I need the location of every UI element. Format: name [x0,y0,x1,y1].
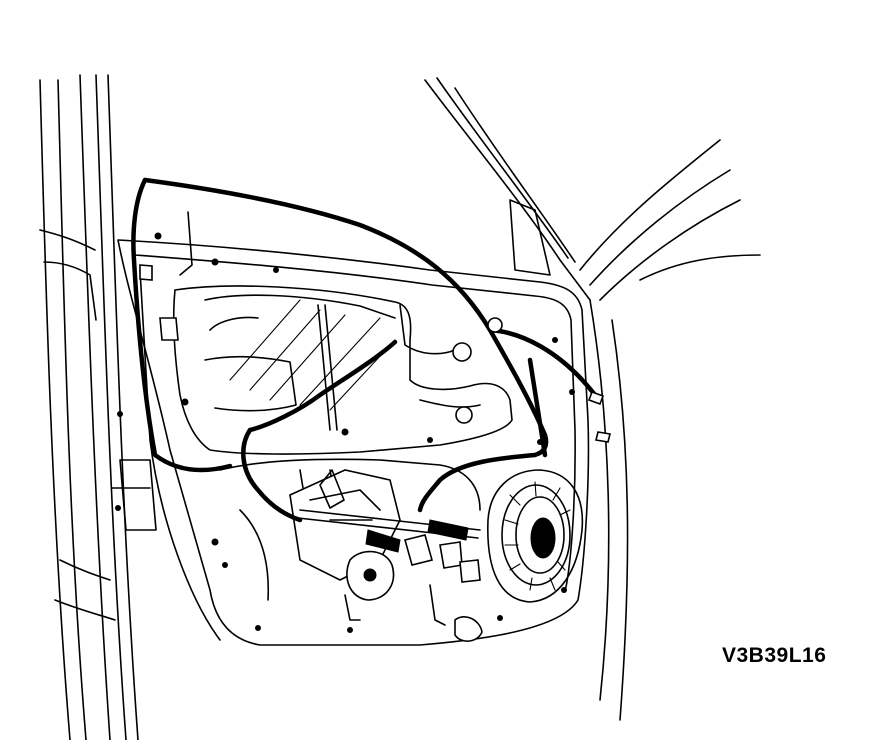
control-rods [297,304,481,539]
panel-fasteners [115,232,611,633]
window-frame [424,77,761,721]
lock-mechanism [289,469,483,642]
speaker [487,469,584,603]
door-panel [117,239,590,646]
figure-code-label: V3B39L16 [722,644,827,667]
wiring-harness [131,177,598,523]
left-pillar [39,74,157,740]
